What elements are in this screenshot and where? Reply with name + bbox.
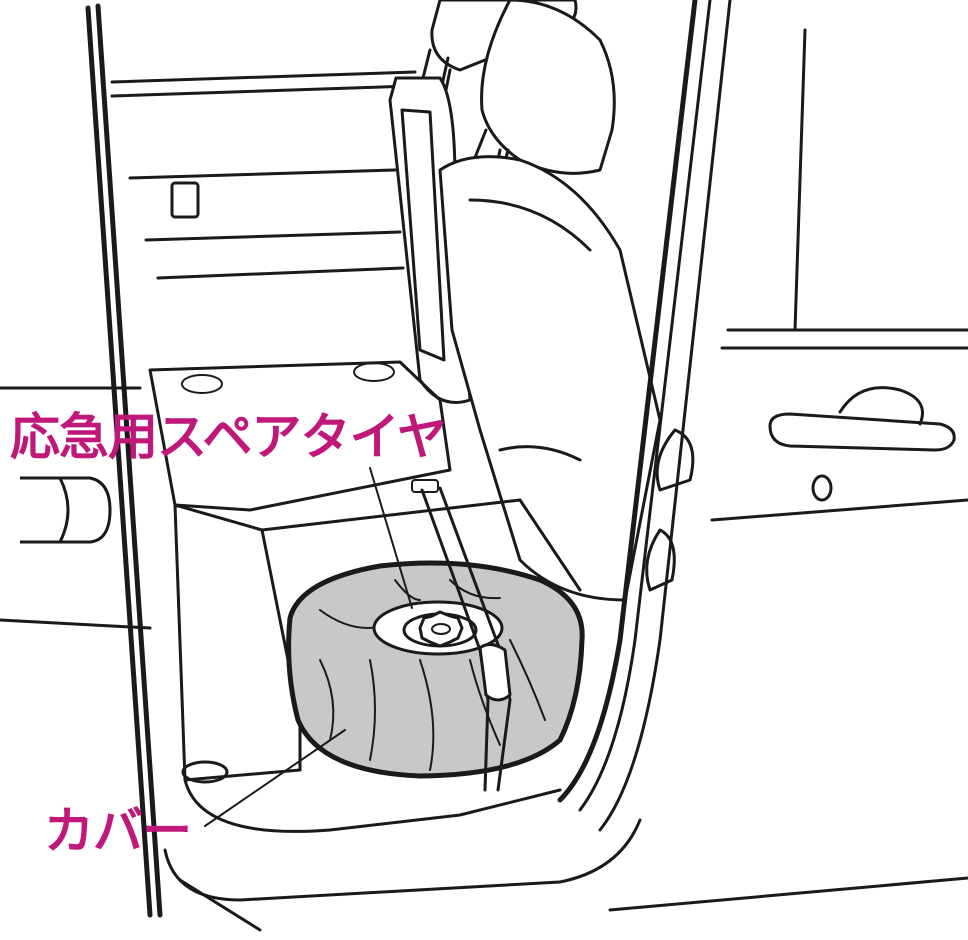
spare-tire-assembly [286,560,585,779]
cover-label: カバー [44,802,192,860]
tire-cover [286,560,585,779]
spare-tire-label: 応急用スペアタイヤ [10,408,447,466]
door-handle [768,386,956,502]
leader-lines [204,467,413,827]
tire-strap [420,486,512,792]
leader-line-cover [204,729,346,827]
cargo-floor [148,360,642,932]
interior-rear-wall [110,70,417,280]
left-body-panel [0,3,163,918]
wheel-nut [418,610,464,648]
leader-line-spare-tire [369,467,413,609]
rear-seats [388,0,662,602]
door-frame [557,0,968,912]
